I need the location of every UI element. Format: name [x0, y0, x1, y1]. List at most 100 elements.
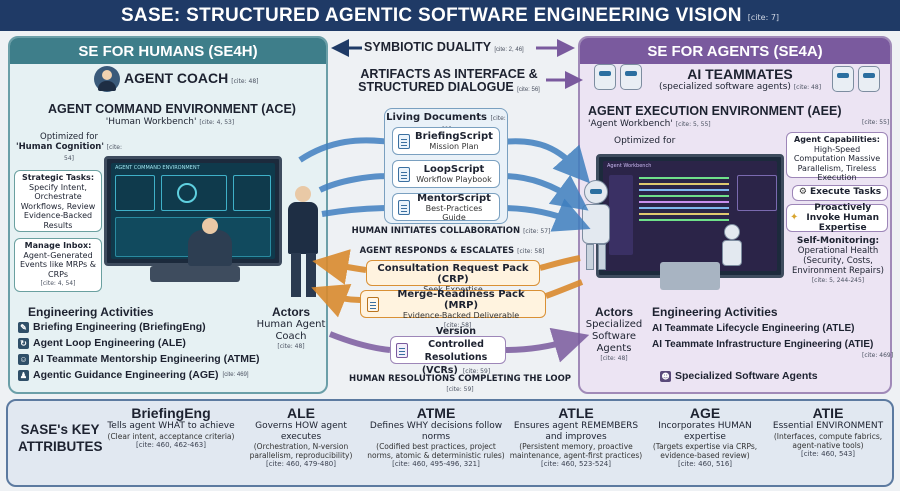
robot-leg-left [586, 244, 594, 270]
artifacts-interface: ARTIFACTS AS INTERFACE & STRUCTURED DIAL… [352, 68, 546, 97]
manage-inbox-cite: [cite: 4, 54] [40, 280, 76, 287]
loop-arrow-out [501, 173, 589, 211]
console-desk [150, 266, 240, 282]
briefing-arrow-out [501, 138, 591, 184]
attr-desc: Tells agent WHAT to achieve [107, 421, 235, 431]
left-actors: Actors Human Agent Coach [cite: 48] [256, 305, 326, 350]
ai-teammates-title: AI TEAMMATES (specialized software agent… [650, 66, 830, 92]
activity-label: Briefing Engineering (BriefingEng) [33, 321, 206, 333]
completing-label: HUMAN RESOLUTIONS COMPLETING THE LOOP [348, 374, 572, 384]
aee-cite: [cite: 5, 55] [675, 121, 711, 128]
mentor-arrow-in [321, 205, 391, 217]
edit-icon: ✎ [18, 321, 29, 333]
human-resolutions: HUMAN RESOLUTIONS COMPLETING THE LOOP [c… [340, 374, 580, 394]
briefing-arrow-in [298, 137, 391, 163]
attr-desc: Ensures agent REMEMBERS and improves [513, 421, 639, 442]
robot-icon [858, 66, 880, 92]
right-footer-label: Specialized Software Agents [675, 370, 818, 382]
aee-cite-2: [cite: 55] [862, 119, 890, 126]
activity-atme: ☺AI Teammate Mentorship Engineering (ATM… [18, 353, 260, 365]
attr-atme: ATME Defines WHY decisions follow norms … [366, 405, 506, 468]
initiates-label: HUMAN INITIATES COLLABORATION [351, 226, 521, 236]
attr-cite: [cite: 460, 462-463] [136, 440, 206, 449]
actors-body: Specialized Software Agents [585, 319, 643, 354]
agent-responds: AGENT RESPONDS & ESCALATES [cite: 58] [352, 246, 552, 256]
ace-screen-label: AGENT COMMAND ENVIRONMENT [115, 165, 200, 171]
vcr-title: Version Controlled Resolutions (VCRs) [421, 325, 488, 376]
robot-icon [594, 64, 616, 90]
document-icon [398, 199, 410, 215]
actors-cite: [cite: 48] [600, 355, 628, 362]
mrp-arrow-out [311, 283, 361, 318]
symbiotic-duality: SYMBIOTIC DUALITY [cite: 2, 46] [364, 41, 524, 57]
attr-name: ATIE [812, 405, 844, 421]
right-activities-list: AI Teammate Lifecycle Engineering (ATLE)… [652, 322, 873, 350]
manage-inbox-body: Agent-Generated Events like MRPs & CRPs [20, 250, 96, 279]
right-activities-cite: [cite: 469] [862, 352, 894, 359]
agents-icon: ☻ [660, 370, 671, 382]
actors-cite: [cite: 48] [277, 343, 305, 350]
mentor-icon: ☺ [18, 353, 29, 365]
actors-title: Actors [594, 305, 633, 319]
right-footer: ☻ Specialized Software Agents [660, 370, 818, 382]
doc-sub: Mission Plan [429, 142, 479, 151]
ai-teammates-cite: [cite: 48] [793, 84, 822, 91]
attr-age: AGE Incorporates HUMAN expertise (Target… [646, 405, 764, 468]
ace-subtitle: 'Human Workbench' [cite: 4, 53] [0, 117, 340, 127]
duality-label: SYMBIOTIC DUALITY [364, 40, 491, 54]
crp-arrow-in [539, 255, 581, 271]
artifacts-cite: [cite: 56] [517, 87, 540, 93]
optimized-cite: [cite: 54] [64, 144, 123, 162]
living-label: Living Documents [386, 112, 487, 123]
manage-inbox-callout: Manage Inbox: Agent-Generated Events lik… [14, 238, 102, 292]
attr-atie: ATIE Essential ENVIRONMENT (Interfaces, … [766, 405, 890, 458]
self-monitoring-cite: [cite: 5, 244-245] [811, 277, 865, 284]
coach-body [288, 202, 318, 254]
duality-cite: [cite: 2, 46] [494, 47, 524, 53]
strategic-tasks-title: Strategic Tasks: [21, 173, 95, 182]
aee-sub-label: 'Agent Workbench' [588, 119, 673, 129]
attr-ale: ALE Governs HOW agent executes (Orchestr… [236, 405, 366, 468]
attr-name: ATME [416, 405, 456, 421]
mrp-sub: Evidence-Backed Deliverable [402, 310, 520, 320]
attr-sub: (Persistent memory, proactive maintenanc… [509, 442, 643, 460]
right-actors: Actors Specialized Software Agents [cite… [582, 305, 646, 362]
mentor-arrow-out [501, 198, 591, 232]
agent-coach-icon [94, 66, 120, 92]
agent-coach-title: AGENT COACH [cite: 48] [124, 70, 259, 86]
robot-leg-right [598, 244, 606, 270]
actors-title: Actors [271, 305, 310, 319]
attr-desc: Defines WHY decisions follow norms [369, 421, 503, 442]
attr-name: ALE [287, 405, 315, 421]
invoke-expertise-callout: ✦Proactively Invoke Human Expertise [786, 203, 888, 233]
aee-title: AGENT EXECUTION ENVIRONMENT (AEE) [588, 104, 842, 118]
activity-ale: ↻Agent Loop Engineering (ALE) [18, 337, 260, 349]
responds-label: AGENT RESPONDS & ESCALATES [359, 246, 515, 256]
coach-head [295, 186, 311, 202]
execute-tasks-label: Execute Tasks [809, 187, 882, 198]
attr-cite: [cite: 460, 543] [800, 449, 856, 458]
artifacts-label: ARTIFACTS AS INTERFACE & STRUCTURED DIAL… [358, 67, 538, 94]
vcr-box: Version Controlled Resolutions (VCRs) [c… [390, 326, 506, 375]
initiates-cite: [cite: 57] [523, 228, 551, 235]
vcr-arrow-in [328, 331, 391, 353]
ace-cite: [cite: 4, 53] [199, 119, 235, 126]
guidance-icon: ♟ [18, 369, 29, 381]
robot-icon [832, 66, 854, 92]
attr-cite: [cite: 460, 495-496, 321] [392, 460, 480, 468]
coach-leg-right [306, 253, 316, 297]
ai-teammates-sub: (specialized software agents) [658, 82, 791, 92]
page-title: SASE: STRUCTURED AGENTIC SOFTWARE ENGINE… [120, 4, 742, 26]
self-monitoring-title: Self-Monitoring: [796, 236, 880, 246]
robot-console [660, 262, 720, 290]
self-monitoring-body: Operational Health (Security, Costs, Env… [792, 246, 884, 276]
small-robot-body [722, 240, 742, 266]
packs-cite: [cite: 58] [444, 322, 472, 329]
strategic-tasks-callout: Strategic Tasks: Specify Intent, Orchest… [14, 170, 102, 232]
attr-sub: (Clear intent, acceptance criteria) [107, 431, 235, 441]
activity-atle: AI Teammate Lifecycle Engineering (ATLE) [652, 322, 855, 334]
activity-label: Agentic Guidance Engineering (AGE) [33, 369, 219, 381]
aee-screen: Agent Workbench [603, 161, 777, 271]
